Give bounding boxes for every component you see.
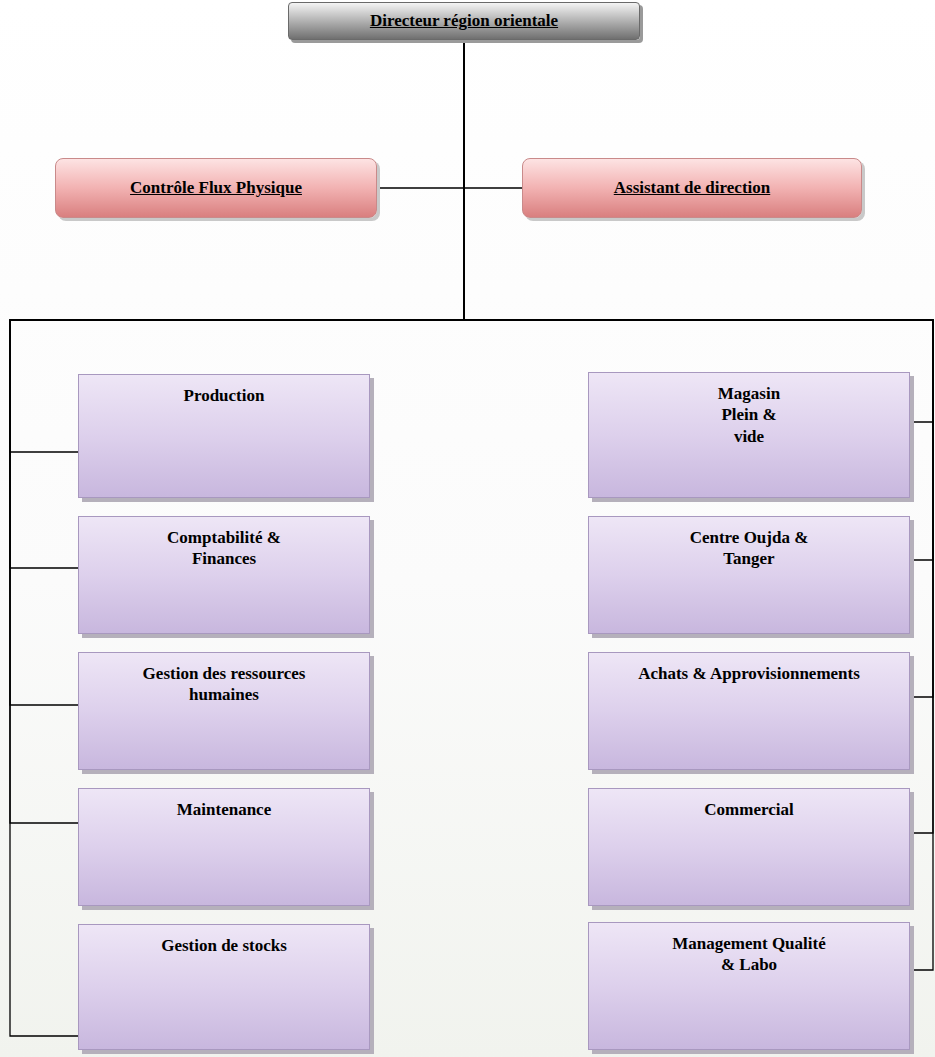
node-label: Gestion des ressources humaines xyxy=(124,663,324,706)
node-label: Commercial xyxy=(704,799,793,820)
node-label: Comptabilité & Finances xyxy=(167,527,282,570)
org-connector xyxy=(377,40,464,188)
department-box: Commercial xyxy=(588,788,910,906)
node-label: Production xyxy=(184,385,265,406)
node-label: Achats & Approvisionnements xyxy=(638,663,860,684)
department-box: Comptabilité & Finances xyxy=(78,516,370,634)
node-label: Directeur région orientale xyxy=(370,10,558,31)
department-box: Maintenance xyxy=(78,788,370,906)
department-box: Management Qualité & Labo xyxy=(588,922,910,1050)
org-connector xyxy=(464,40,522,188)
department-box: Centre Oujda & Tanger xyxy=(588,516,910,634)
org-connector xyxy=(464,40,933,833)
node-label: Maintenance xyxy=(177,799,271,820)
department-box: Gestion de stocks xyxy=(78,924,370,1050)
department-box: Achats & Approvisionnements xyxy=(588,652,910,770)
org-connector xyxy=(464,40,933,560)
org-connector xyxy=(464,40,933,697)
node-label: Assistant de direction xyxy=(614,177,770,198)
org-connector xyxy=(10,40,464,823)
org-connector xyxy=(10,40,464,568)
node-label: Centre Oujda & Tanger xyxy=(674,527,824,570)
department-box: Production xyxy=(78,374,370,498)
node-label: Contrôle Flux Physique xyxy=(130,177,302,198)
node-label: Management Qualité & Labo xyxy=(664,933,834,976)
node-label: Magasin Plein & vide xyxy=(709,383,789,447)
department-box: Gestion des ressources humaines xyxy=(78,652,370,770)
node-label: Gestion de stocks xyxy=(161,935,287,956)
org-connector xyxy=(464,40,933,970)
org-connector xyxy=(464,40,933,422)
org-connector xyxy=(10,40,464,1036)
department-box: Magasin Plein & vide xyxy=(588,372,910,498)
director-box: Directeur région orientale xyxy=(288,2,640,40)
staff-box: Contrôle Flux Physique xyxy=(55,158,377,218)
staff-box: Assistant de direction xyxy=(522,158,862,218)
org-connector xyxy=(10,40,464,705)
